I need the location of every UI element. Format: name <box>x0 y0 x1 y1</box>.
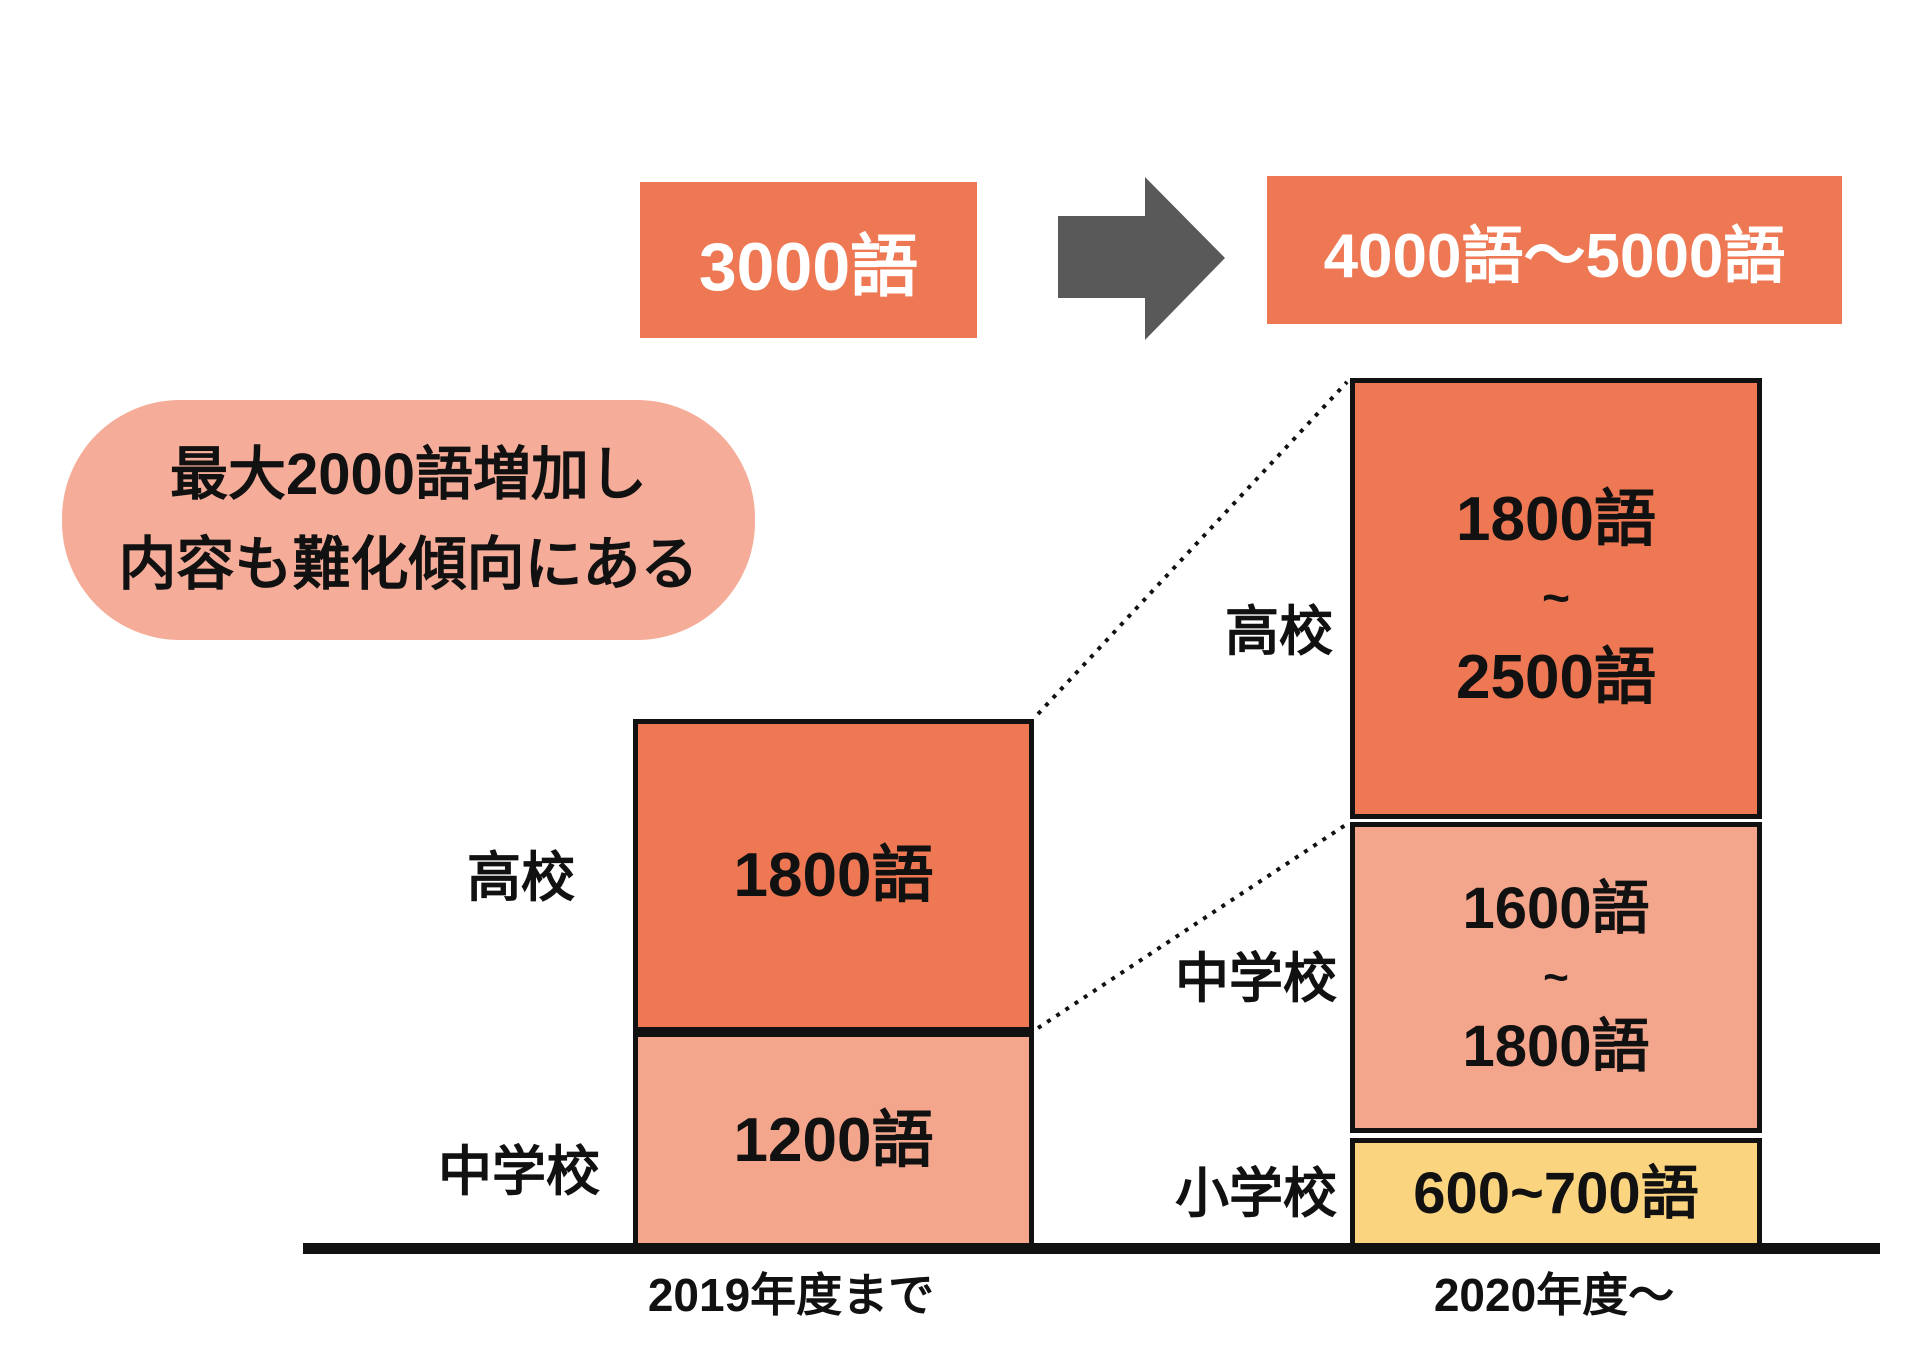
dotted-connector-top <box>1036 380 1349 716</box>
bar-2019-highschool-segment: 1800語 <box>633 719 1034 1032</box>
total-after-box: 4000語〜5000語 <box>1267 176 1842 324</box>
bar-2020-juniorhigh-value-max: 1800語 <box>1462 1013 1650 1079</box>
axis-label-2019: 2019年度まで <box>647 1269 935 1321</box>
total-after-label: 4000語〜5000語 <box>1323 222 1786 291</box>
label-highschool-right: 高校 <box>1225 602 1333 662</box>
bar-2020-highschool-value-min: 1800語 <box>1456 484 1656 554</box>
x-axis-line <box>303 1243 1880 1254</box>
bar-2020-juniorhigh-value-min: 1600語 <box>1462 875 1650 941</box>
bar-2020-elementary-segment: 600~700語 <box>1350 1138 1762 1250</box>
bar-2020-juniorhigh-range-tilde: ~ <box>1543 952 1569 1002</box>
label-highschool-left: 高校 <box>467 848 575 908</box>
callout-line-1: 最大2000語増加し <box>169 441 648 507</box>
total-before-label: 3000語 <box>698 228 919 305</box>
label-elementary-right: 小学校 <box>1175 1164 1337 1224</box>
total-before-box: 3000語 <box>640 182 977 338</box>
callout-line-2: 内容も難化傾向にある <box>118 532 699 597</box>
bar-2019-juniorhigh-value: 1200語 <box>733 1106 934 1175</box>
bar-2020-highschool-range-tilde: ~ <box>1541 571 1571 625</box>
bar-2019-highschool-value: 1800語 <box>733 840 934 910</box>
label-juniorhigh-left: 中学校 <box>438 1142 600 1202</box>
bar-2020-highschool-value-max: 2500語 <box>1456 642 1656 712</box>
label-juniorhigh-right: 中学校 <box>1175 949 1337 1009</box>
bar-2020-elementary-value: 600~700語 <box>1413 1161 1699 1226</box>
right-arrow-icon <box>1058 177 1225 340</box>
axis-label-2020: 2020年度〜 <box>1433 1269 1675 1321</box>
bar-2020-juniorhigh-segment: 1600語 ~ 1800語 <box>1350 822 1762 1133</box>
callout-bubble: 最大2000語増加し 内容も難化傾向にある <box>62 400 755 640</box>
bar-2019-juniorhigh-segment: 1200語 <box>633 1032 1034 1250</box>
bar-2020-highschool-segment: 1800語 ~ 2500語 <box>1350 378 1762 819</box>
